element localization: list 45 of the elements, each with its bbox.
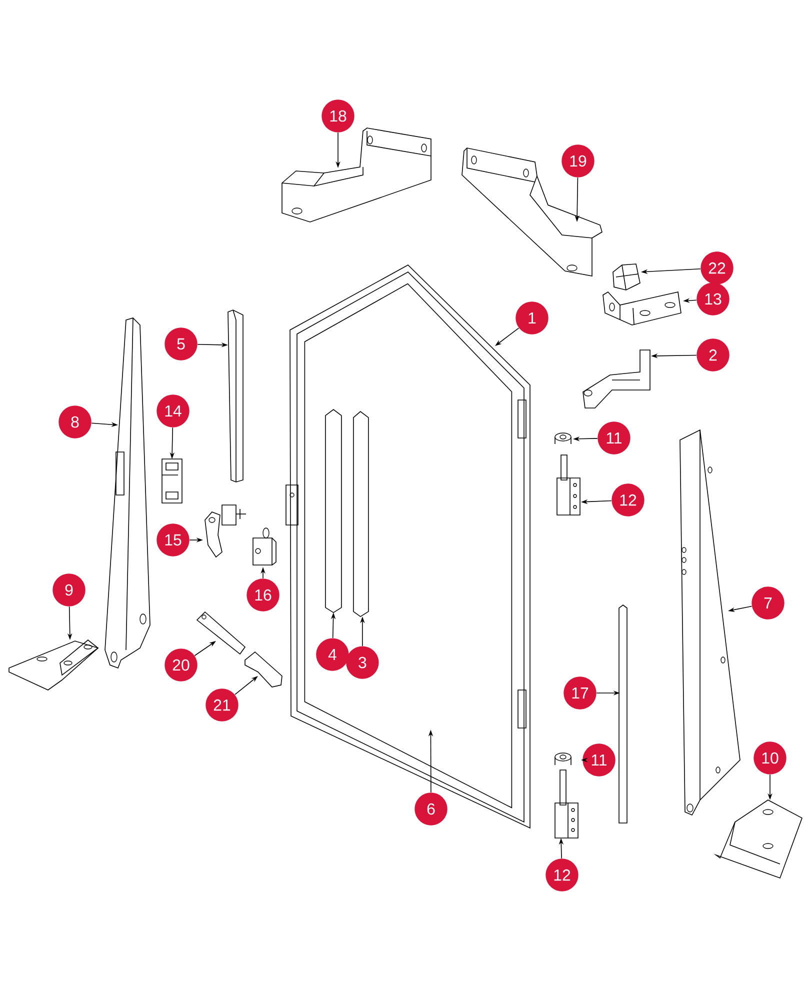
bushing-drawing [554,752,572,766]
callout-number: 13 [696,282,730,316]
callout-number: 2 [696,338,730,372]
hinge-bracket-drawing [602,292,682,326]
callout-number: 3 [346,646,379,679]
seal-strip-drawing [228,310,244,482]
callout-number: 17 [564,676,596,710]
callout-number: 14 [156,394,190,428]
callout-number: 6 [414,792,448,826]
rod-drawing [353,411,369,618]
callout-number: 22 [700,252,734,284]
callout-number: 1 [516,302,548,334]
crank-arm-drawing [582,350,650,408]
callout-number: 9 [52,574,86,606]
clip-drawing [612,264,640,290]
rod-drawing [618,604,628,824]
catch-drawing [162,458,182,504]
door-frame-drawing [286,264,530,829]
callout-number: 21 [206,688,238,722]
callout-number: 18 [322,100,354,132]
bracket-drawing [462,148,602,276]
callout-number: 8 [58,406,92,438]
callout-number: 5 [164,328,198,360]
side-post-drawing [680,429,740,816]
rod-drawing [325,409,342,614]
callout-number: 4 [316,638,349,671]
callout-number: 10 [754,742,786,774]
callout-number: 12 [546,858,578,892]
callout-number: 11 [582,744,616,776]
side-post-drawing [104,318,150,669]
bushing-drawing [554,432,572,444]
handle-grip-drawing [244,651,282,688]
bracket-drawing [282,128,432,222]
hinge-drawing [556,454,580,516]
callout-number: 20 [164,648,198,682]
lock-drawing [252,528,276,566]
hinge-drawing [554,770,578,838]
callout-number: 12 [612,484,644,516]
foot-plate-drawing [8,640,99,690]
callout-number: 15 [156,524,190,556]
callout-number: 16 [246,578,280,612]
latch-handle-drawing [204,504,246,558]
callout-number: 11 [598,422,630,454]
callout-number: 19 [562,144,594,178]
callout-number: 7 [752,586,784,620]
